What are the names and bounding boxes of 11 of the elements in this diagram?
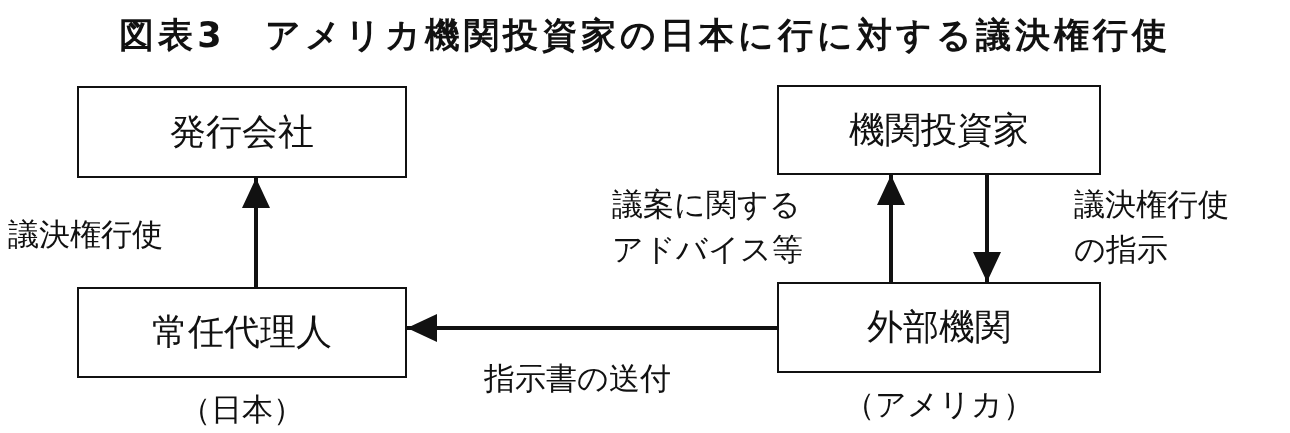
title: 図表3 アメリカ機関投資家の日本に行に対する議決権行使 (119, 15, 1171, 55)
entity-box: 機関投資家 (777, 85, 1101, 175)
entity-box: 常任代理人 (77, 287, 407, 378)
node-caption: （日本） (179, 390, 305, 429)
arrow (407, 314, 777, 342)
arrow (242, 178, 270, 287)
arrow (973, 175, 1001, 282)
node-caption: （アメリカ） (843, 385, 1035, 424)
entity-box: 発行会社 (77, 86, 407, 178)
entity-box: 外部機関 (777, 282, 1101, 373)
arrow (877, 175, 905, 282)
